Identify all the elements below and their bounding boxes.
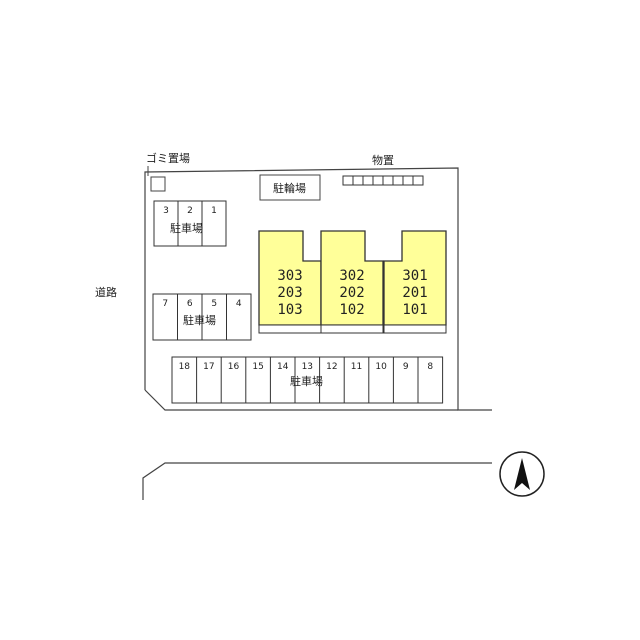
parking-b-label: 駐車場	[183, 313, 216, 327]
unit-number: 301	[402, 268, 427, 284]
bicycle-label: 駐輪場	[273, 181, 306, 195]
parking-space-number: 5	[211, 299, 217, 309]
storage-unit	[372, 175, 384, 186]
parking-space-number: 18	[179, 362, 191, 372]
parking-space-number: 3	[163, 206, 169, 216]
parking-space-number: 6	[187, 299, 193, 309]
parking-space-number: 14	[277, 362, 289, 372]
parking-space-number: 17	[203, 362, 214, 372]
parking-area-b: 7 6 5 4	[152, 293, 252, 341]
garbage-box-icon	[150, 176, 166, 192]
balcony	[258, 324, 322, 334]
parking-space-number: 7	[162, 299, 168, 309]
parking-outline	[153, 200, 227, 247]
unit-number: 103	[277, 302, 302, 318]
storage-unit	[352, 175, 364, 186]
unit-number: 302	[339, 268, 364, 284]
unit-number: 201	[402, 285, 427, 301]
parking-area-c: 18 17 16 15 14 13 12 11 10 9 8	[171, 356, 444, 404]
storage-unit	[392, 175, 404, 186]
balcony	[383, 324, 447, 334]
parking-space-number: 2	[187, 206, 193, 216]
storage-unit	[412, 175, 424, 186]
road-label: 道路	[95, 285, 117, 299]
parking-space-number: 12	[326, 362, 337, 372]
parking-space-number: 11	[351, 362, 362, 372]
parking-space-number: 4	[236, 299, 242, 309]
bicycle-parking	[259, 174, 321, 201]
site-boundary	[144, 167, 492, 411]
parking-space-number: 8	[427, 362, 433, 372]
unit-number: 202	[339, 285, 364, 301]
parking-space-number: 9	[403, 362, 409, 372]
parking-area-a: 3 2 1	[153, 200, 227, 247]
parking-space-number: 1	[211, 206, 217, 216]
storage-unit	[402, 175, 414, 186]
parking-space-number: 10	[375, 362, 387, 372]
unit-number: 203	[277, 285, 302, 301]
balcony	[320, 324, 384, 334]
storage-unit	[342, 175, 354, 186]
parking-c-label: 駐車場	[290, 374, 323, 388]
parking-outline	[171, 356, 444, 404]
storage-label: 物置	[372, 153, 394, 167]
unit-number: 102	[339, 302, 364, 318]
parking-space-number: 16	[228, 362, 240, 372]
unit-number: 101	[402, 302, 427, 318]
parking-space-number: 15	[252, 362, 263, 372]
storage-units	[342, 175, 424, 186]
road-curb	[142, 462, 492, 500]
parking-space-number: 13	[302, 362, 313, 372]
storage-unit	[382, 175, 394, 186]
garbage-label: ゴミ置場	[146, 151, 190, 165]
parking-a-label: 駐車場	[170, 221, 203, 235]
unit-number: 303	[277, 268, 302, 284]
storage-unit	[362, 175, 374, 186]
north-arrow-icon	[499, 451, 545, 497]
